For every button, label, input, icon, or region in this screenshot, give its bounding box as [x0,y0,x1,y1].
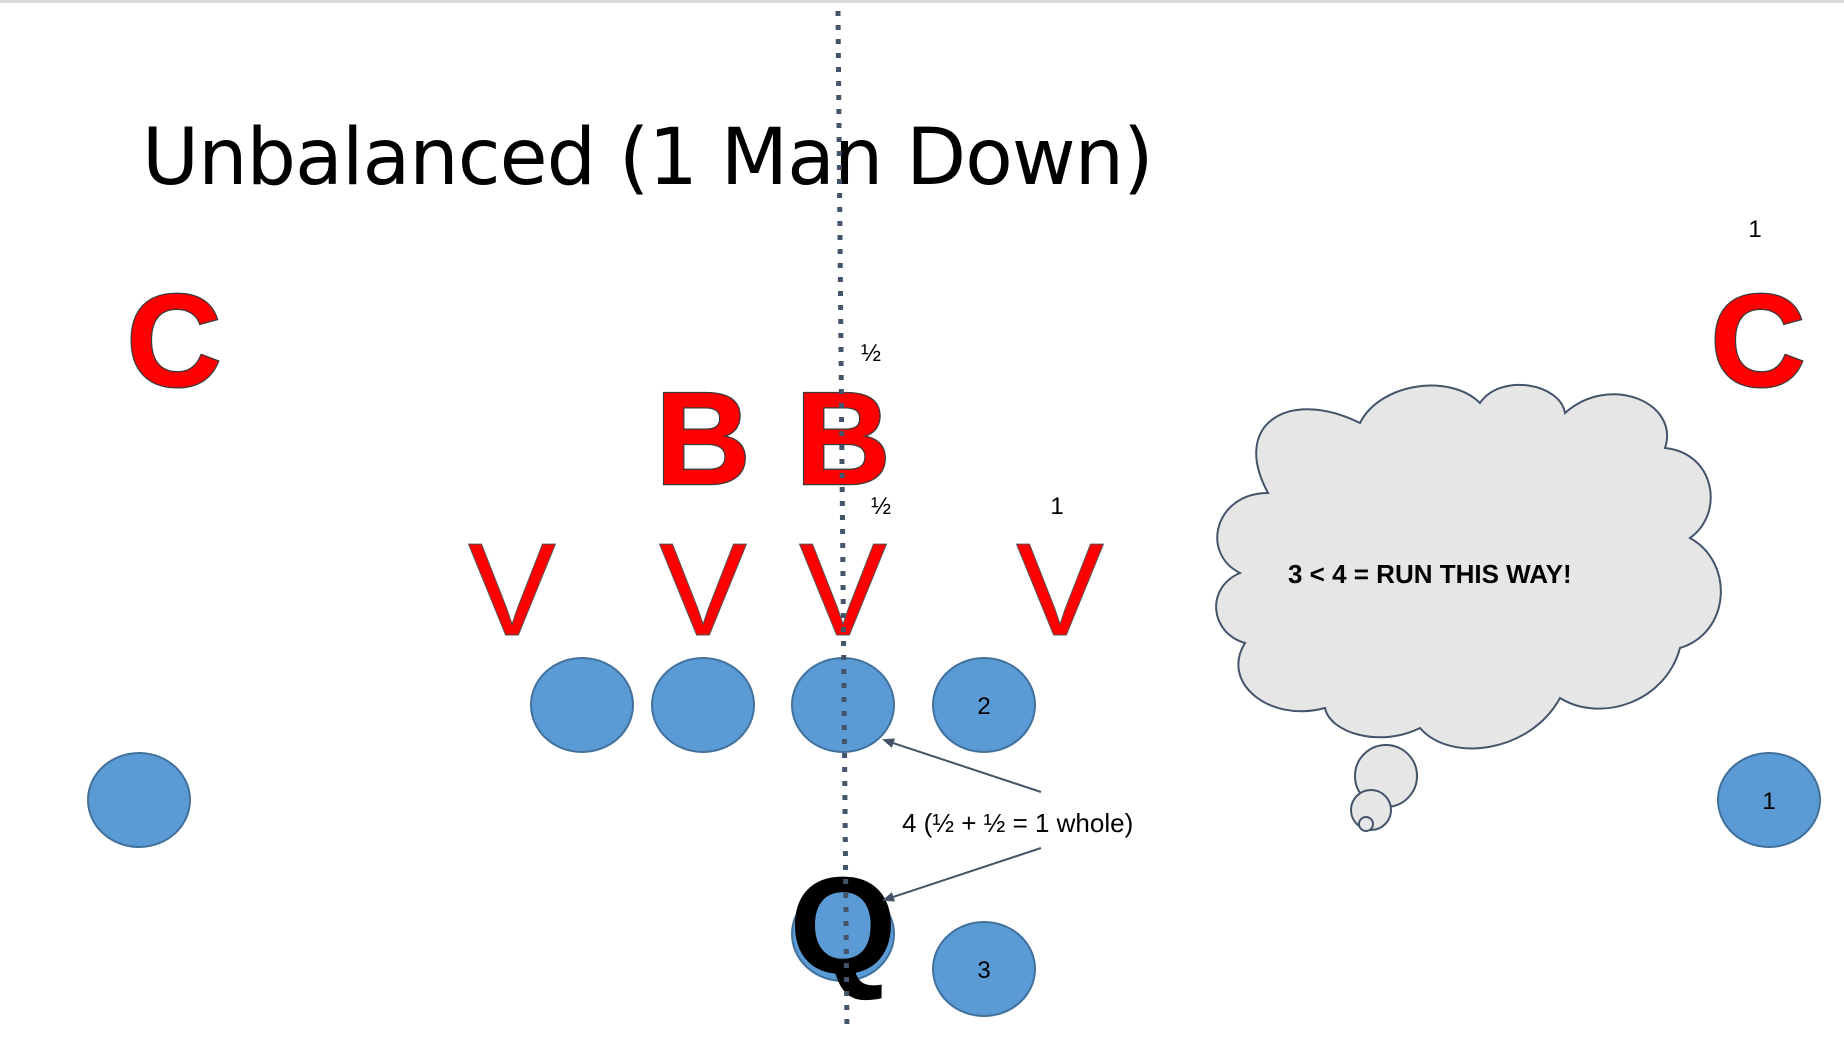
center-dotted-line [835,10,850,1034]
wide-receiver-number: 1 [1762,788,1775,815]
cloud-text: 3 < 4 = RUN THIS WAY! [1288,559,1572,589]
backer-half-count: ½ [861,340,881,367]
line-one-count: 1 [1050,493,1063,520]
offense-running-back [932,921,1036,1017]
play-diagram: 3 < 4 = RUN THIS WAY! 2 3 1 Q C C B B V … [87,10,1821,1034]
defender-corner-right: C [1710,267,1805,414]
thought-bubble-tiny [1358,816,1374,832]
offense-lineman-1 [530,657,634,753]
running-back-number: 3 [977,957,990,984]
slide-title: Unbalanced (1 Man Down) [142,113,1154,203]
offense-lineman-2 [651,657,755,753]
defender-backer-left: B [655,365,750,512]
thought-cloud: 3 < 4 = RUN THIS WAY! [1215,383,1722,832]
count-note: 4 (½ + ½ = 1 whole) [902,808,1133,838]
lineman-4-number: 2 [977,693,990,720]
defender-line-2: V [659,516,747,663]
line-half-count: ½ [871,493,891,520]
arrow-to-qb [882,847,1042,902]
offense-player-left-wide [87,752,191,848]
defender-line-1: V [468,516,556,663]
defender-corner-left: C [126,267,221,414]
offense-lineman-4 [932,657,1036,753]
offense-wide-receiver-right [1717,752,1821,848]
arrow-to-center [882,738,1042,793]
corner-one-count: 1 [1748,216,1761,243]
qb-letter: Q [789,849,896,1003]
window-top-edge [0,0,1844,3]
offense-qb-circle [791,886,895,982]
slide: Unbalanced (1 Man Down) 3 < 4 = RUN THIS… [0,3,1844,1040]
defender-line-4: V [1016,516,1104,663]
